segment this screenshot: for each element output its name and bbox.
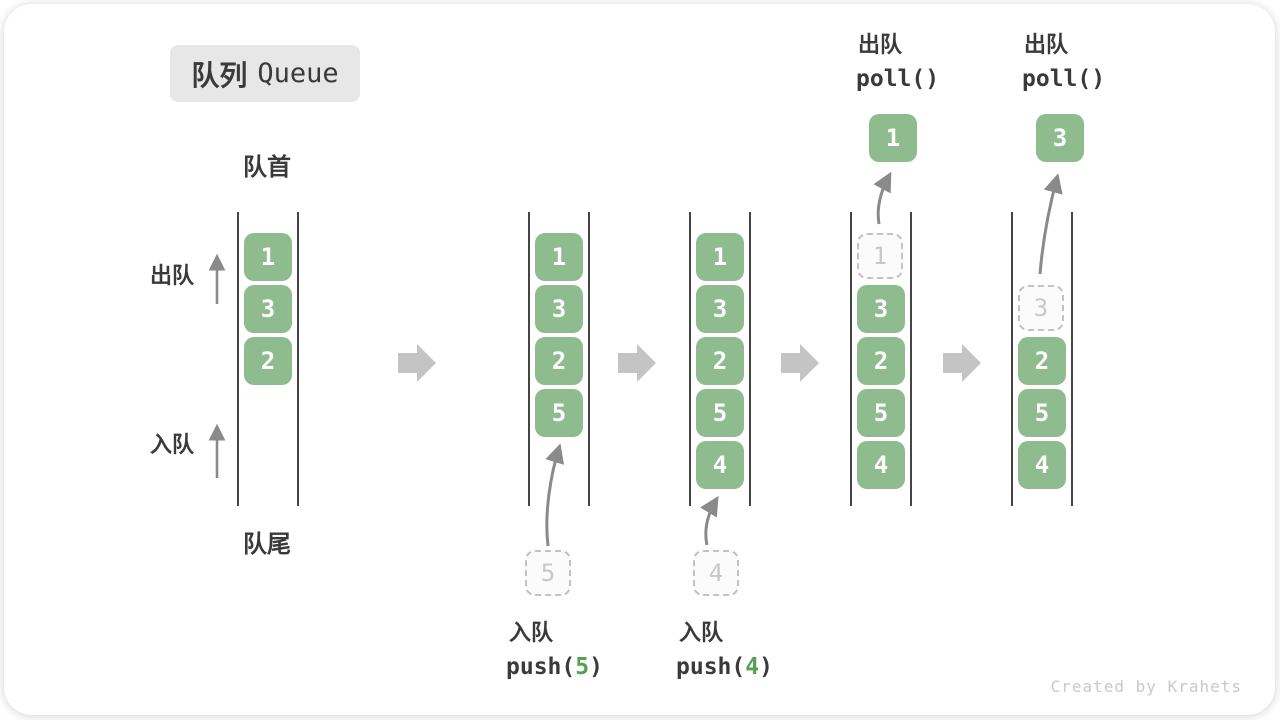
queue-element: 5 xyxy=(535,389,583,437)
popped-element: 3 xyxy=(1036,114,1084,162)
title-badge: 队列 Queue xyxy=(170,45,360,102)
op-enqueue-code-2: push(4) xyxy=(676,656,773,679)
queue-element: 3 xyxy=(244,285,292,333)
queue-element: 4 xyxy=(696,441,744,489)
queue-element: 2 xyxy=(244,337,292,385)
queue-element: 4 xyxy=(1018,441,1066,489)
op-enqueue-code-1: push(5) xyxy=(506,656,603,679)
queue-element: 5 xyxy=(696,389,744,437)
incoming-element-ghost: 5 xyxy=(525,550,571,596)
code-fn: push( xyxy=(676,654,746,680)
queue-channel-4 xyxy=(850,212,912,506)
queue-channel-3 xyxy=(689,212,751,506)
queue-element: 3 xyxy=(696,285,744,333)
code-close: ) xyxy=(759,654,773,680)
op-dequeue-code-1: poll() xyxy=(856,66,940,92)
queue-element: 1 xyxy=(696,233,744,281)
code-close: ) xyxy=(589,654,603,680)
queue-element: 2 xyxy=(535,337,583,385)
queue-element: 2 xyxy=(1018,337,1066,385)
queue-element: 4 xyxy=(857,441,905,489)
queue-channel-5 xyxy=(1011,212,1073,506)
queue-element: 1 xyxy=(535,233,583,281)
op-enqueue-label-1: 入队 xyxy=(509,620,554,645)
queue-element: 2 xyxy=(857,337,905,385)
queue-element: 3 xyxy=(857,285,905,333)
code-fn: push( xyxy=(506,654,576,680)
popped-element: 1 xyxy=(869,114,917,162)
label-queue-rear: 队尾 xyxy=(243,531,291,558)
title-zh: 队列 xyxy=(191,59,248,91)
code-arg: 4 xyxy=(745,654,760,680)
diagram-card xyxy=(4,4,1275,715)
removed-element-ghost: 1 xyxy=(857,233,903,279)
op-dequeue-code-2: poll() xyxy=(1022,66,1106,92)
label-dequeue-left: 出队 xyxy=(150,263,195,288)
op-dequeue-label-1: 出队 xyxy=(858,32,903,57)
queue-element: 1 xyxy=(244,233,292,281)
op-enqueue-label-2: 入队 xyxy=(679,620,724,645)
queue-element: 5 xyxy=(1018,389,1066,437)
queue-element: 5 xyxy=(857,389,905,437)
queue-element: 3 xyxy=(535,285,583,333)
queue-channel-1 xyxy=(237,212,299,506)
title-en: Queue xyxy=(257,58,339,89)
op-dequeue-label-2: 出队 xyxy=(1024,32,1069,57)
queue-channel-2 xyxy=(528,212,590,506)
code-arg: 5 xyxy=(575,654,590,680)
queue-element: 2 xyxy=(696,337,744,385)
removed-element-ghost: 3 xyxy=(1018,285,1064,331)
watermark: Created by Krahets xyxy=(1050,677,1242,696)
label-queue-front: 队首 xyxy=(243,154,291,181)
incoming-element-ghost: 4 xyxy=(693,550,739,596)
label-enqueue-left: 入队 xyxy=(150,432,195,457)
